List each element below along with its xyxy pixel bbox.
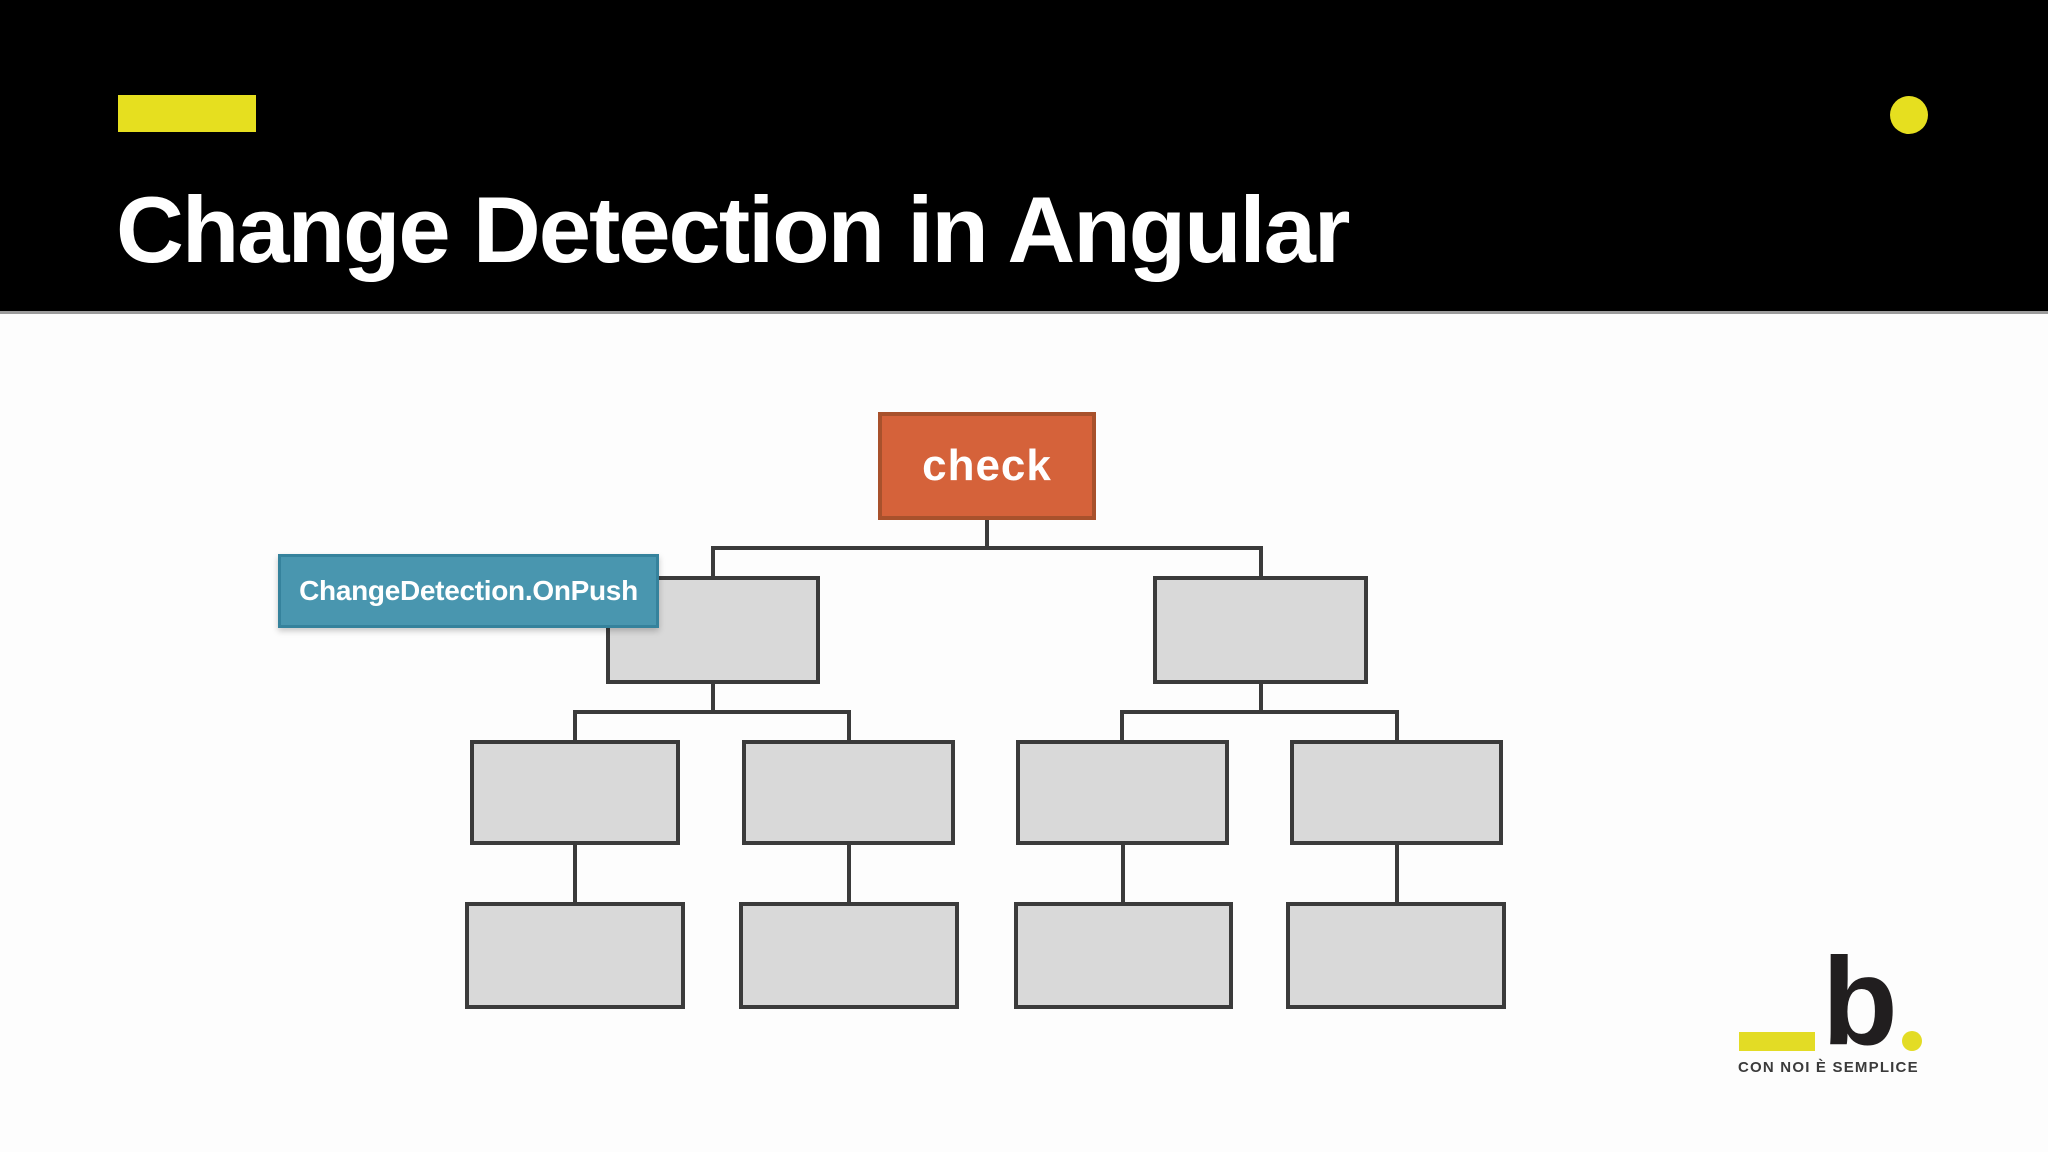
onpush-annotation-text: ChangeDetection.OnPush bbox=[299, 575, 638, 606]
tree-diagram: check ChangeDetection.OnPush bbox=[0, 311, 2048, 1152]
tree-node-l4-3 bbox=[1014, 902, 1233, 1009]
onpush-annotation-label: ChangeDetection.OnPush bbox=[278, 554, 659, 628]
tree-node-l2-right bbox=[1153, 576, 1368, 684]
tree-node-l3-1 bbox=[470, 740, 680, 845]
tree-node-l3-2 bbox=[742, 740, 955, 845]
tree-node-l3-3 bbox=[1016, 740, 1229, 845]
tree-node-root-label: check bbox=[922, 441, 1052, 490]
tree-node-root: check bbox=[878, 412, 1096, 520]
accent-dot bbox=[1890, 96, 1928, 134]
tree-node-l4-4 bbox=[1286, 902, 1506, 1009]
slide-title: Change Detection in Angular bbox=[116, 177, 1350, 282]
tree-node-l4-2 bbox=[739, 902, 959, 1009]
accent-bar bbox=[118, 95, 256, 132]
tree-node-l3-4 bbox=[1290, 740, 1503, 845]
tree-node-l4-1 bbox=[465, 902, 685, 1009]
header-banner: Change Detection in Angular bbox=[0, 0, 2048, 314]
